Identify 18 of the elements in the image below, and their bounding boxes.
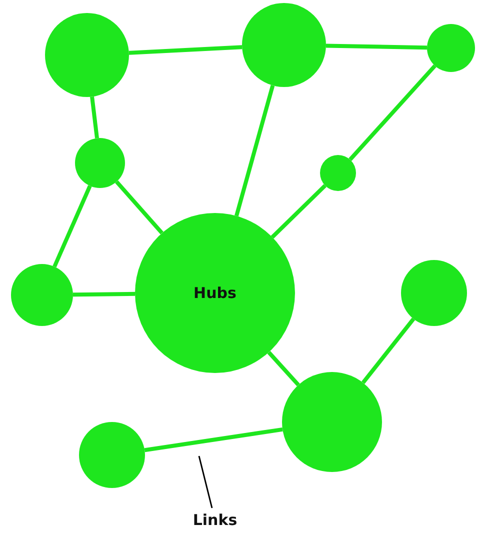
link-line: [72, 292, 136, 297]
link-line: [326, 44, 428, 50]
link-line: [52, 185, 92, 268]
link-line: [128, 45, 242, 55]
link-line: [90, 96, 99, 138]
link-label: Links: [192, 511, 238, 529]
node-circle: [320, 155, 356, 191]
hub-label: Hubs: [194, 284, 236, 302]
link-line: [115, 180, 164, 234]
node-circle: [427, 24, 475, 72]
link-line: [361, 318, 416, 384]
link-line: [234, 84, 275, 216]
link-line: [144, 427, 283, 452]
link-line: [348, 64, 436, 161]
leader-line: [198, 456, 213, 508]
node-circle: [75, 138, 125, 188]
link-line: [267, 350, 300, 386]
link-line: [270, 184, 327, 239]
